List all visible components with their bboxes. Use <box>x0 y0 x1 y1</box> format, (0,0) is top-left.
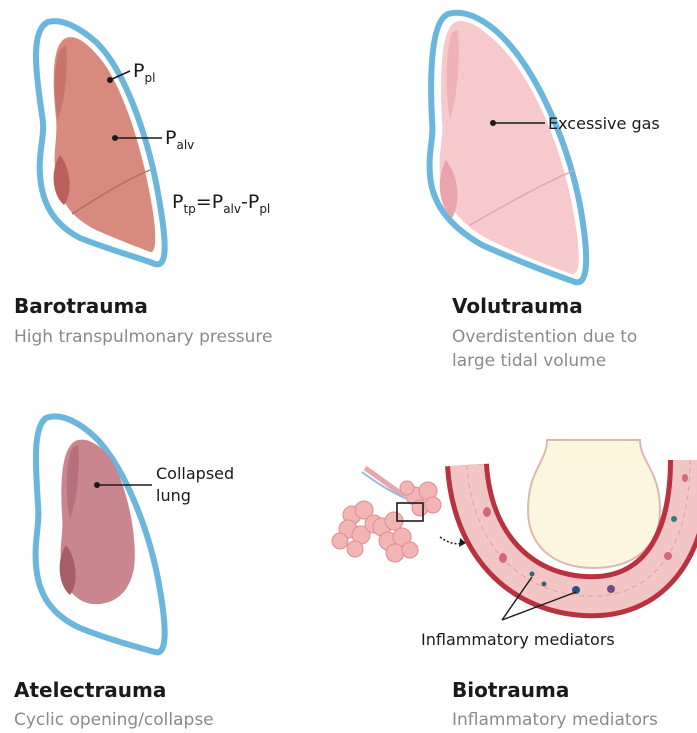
biotrauma-title: Biotrauma <box>452 678 569 702</box>
atelectrauma-subtitle: Cyclic opening/collapse <box>14 710 214 730</box>
inflammatory-mediators-label: Inflammatory mediators <box>421 630 615 649</box>
bronchiole <box>365 468 405 496</box>
p-alv-sub: alv <box>176 138 194 152</box>
barotrauma-subtitle: High transpulmonary pressure <box>14 327 273 347</box>
eq-sub-alv: alv <box>223 202 241 216</box>
volutrauma-subtitle-line2: large tidal volume <box>452 351 606 371</box>
eq-equals-p: =P <box>196 191 223 213</box>
transpulmonary-pressure-equation: Ptp=Palv-Ppl <box>172 191 270 216</box>
p-alv-base: P <box>165 127 176 149</box>
biotrauma-subtitle: Inflammatory mediators <box>452 710 658 730</box>
atelectrauma-panel: Collapsed lung Atelectrauma Cyclic openi… <box>14 416 234 730</box>
alveolar-sacs <box>332 481 441 562</box>
volutrauma-title: Volutrauma <box>452 294 583 318</box>
collapsed-lung-label-line2: lung <box>156 486 191 505</box>
barotrauma-panel: Ppl Palv Ptp=Palv-Ppl Barotrauma High tr… <box>14 21 273 347</box>
excessive-gas-label: Excessive gas <box>548 114 660 133</box>
eq-p-tp: P <box>172 191 183 213</box>
eq-sub-pl: pl <box>259 202 270 216</box>
p-alv-label: Palv <box>165 127 194 152</box>
p-pl-label: Ppl <box>133 60 155 85</box>
atelectrauma-title: Atelectrauma <box>14 678 166 702</box>
biotrauma-panel: Inflammatory mediators Biotrauma Inflamm… <box>332 440 690 730</box>
barotrauma-title: Barotrauma <box>14 294 148 318</box>
alveolus <box>528 440 660 568</box>
collapsed-lung-label-line1: Collapsed <box>156 464 234 483</box>
p-pl-base: P <box>133 60 144 82</box>
capillary-alveolus-illustration <box>467 440 690 620</box>
volutrauma-panel: Excessive gas Volutrauma Overdistention … <box>430 13 660 371</box>
p-pl-sub: pl <box>144 71 155 85</box>
volutrauma-subtitle-line1: Overdistention due to <box>452 327 637 347</box>
eq-minus-p: -P <box>241 191 259 213</box>
acinus-illustration <box>332 468 466 562</box>
eq-sub-tp: tp <box>183 202 195 216</box>
